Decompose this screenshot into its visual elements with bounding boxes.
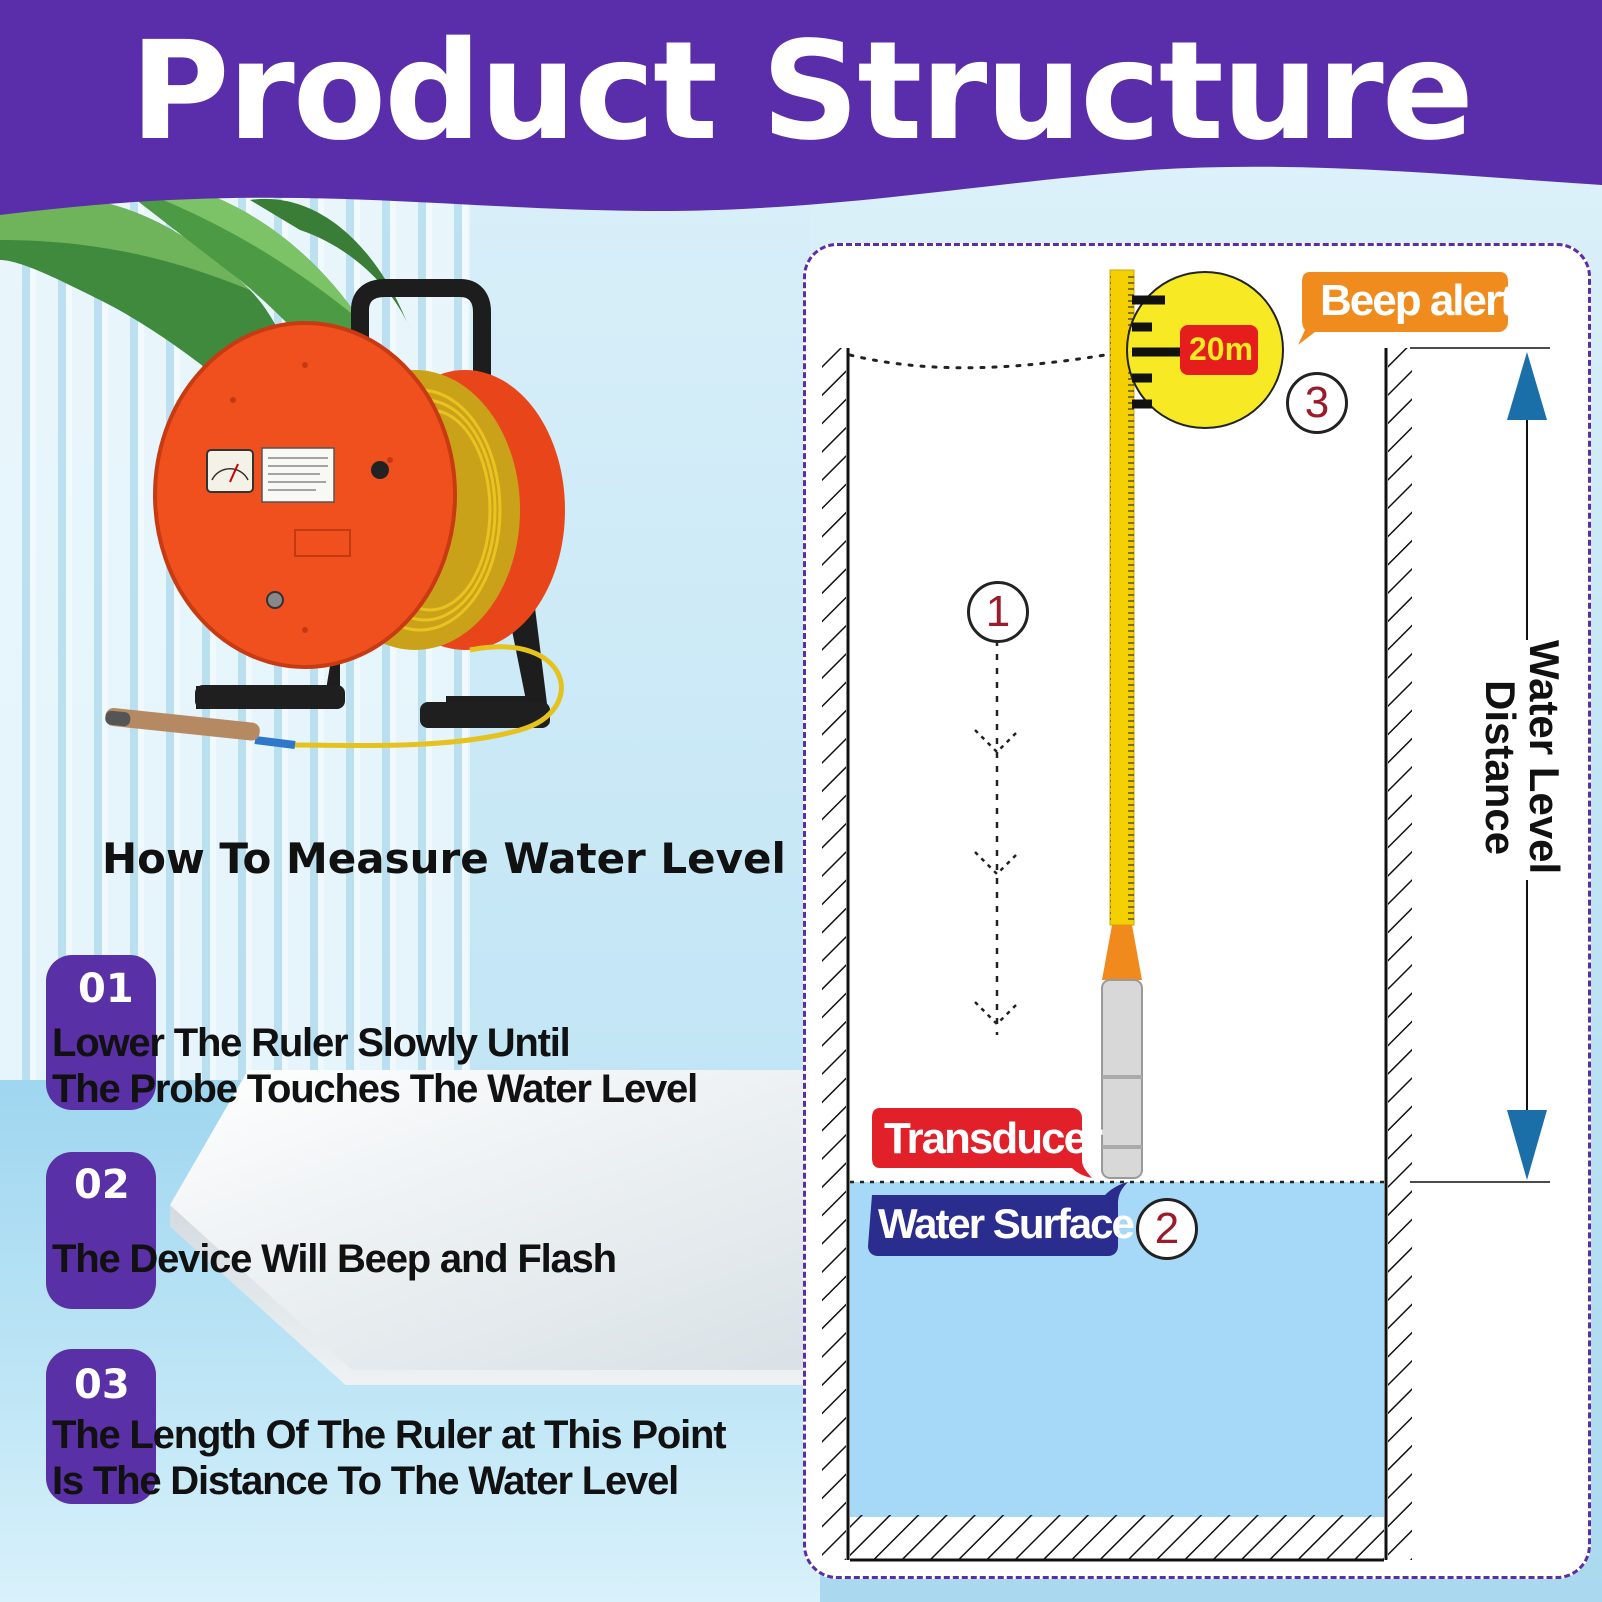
marker-3: 3 [1286,372,1348,434]
step-2-text: The Device Will Beep and Flash [52,1237,617,1281]
header-wave [0,0,1602,215]
page-title: Product Structure [130,13,1474,171]
step-1-text-line2: The Probe Touches The Water Level [52,1067,698,1111]
cable-reel-water-level-meter [105,279,565,749]
step-3-number: 03 [74,1362,130,1408]
distance-arrow-up [1507,352,1547,420]
water-level-distance-label: Water Level Distance [1470,640,1570,880]
beep-alert-badge [1298,272,1508,345]
marker-2: 2 [1136,1198,1198,1260]
step-1-badge [46,955,156,1110]
transducer-label: Transducer [884,1114,1103,1163]
step-3-text-line1: The Length Of The Ruler at This Point [52,1413,727,1457]
well-bottom-hatch [850,1515,1384,1559]
beep-alert-label: Beep alert [1320,276,1515,325]
transducer-badge [872,1108,1092,1178]
plant-leaves [0,178,410,470]
how-to-heading: How To Measure Water Level [102,834,786,883]
distance-label-line2: Distance [1477,680,1524,856]
header-banner: Product Structure [0,0,1602,230]
ruler-mark-label: 20m [1189,331,1254,367]
step-1-text-line1: Lower The Ruler Slowly Until [52,1021,571,1065]
step-2-number: 02 [74,1162,130,1208]
distance-arrow-down [1507,1110,1547,1180]
distance-label-line1: Water Level [1521,640,1568,875]
probe-connector [1102,925,1142,980]
marker-1: 1 [967,581,1029,643]
step-1-number: 01 [78,966,134,1012]
step-3-text-line2: Is The Distance To The Water Level [52,1459,679,1503]
ruler-mark-badge [1180,325,1258,375]
step-2-badge [46,1152,156,1309]
water-surface-label: Water Surface [878,1200,1135,1247]
step-3-badge [46,1349,156,1504]
water-surface-badge [868,1182,1128,1256]
